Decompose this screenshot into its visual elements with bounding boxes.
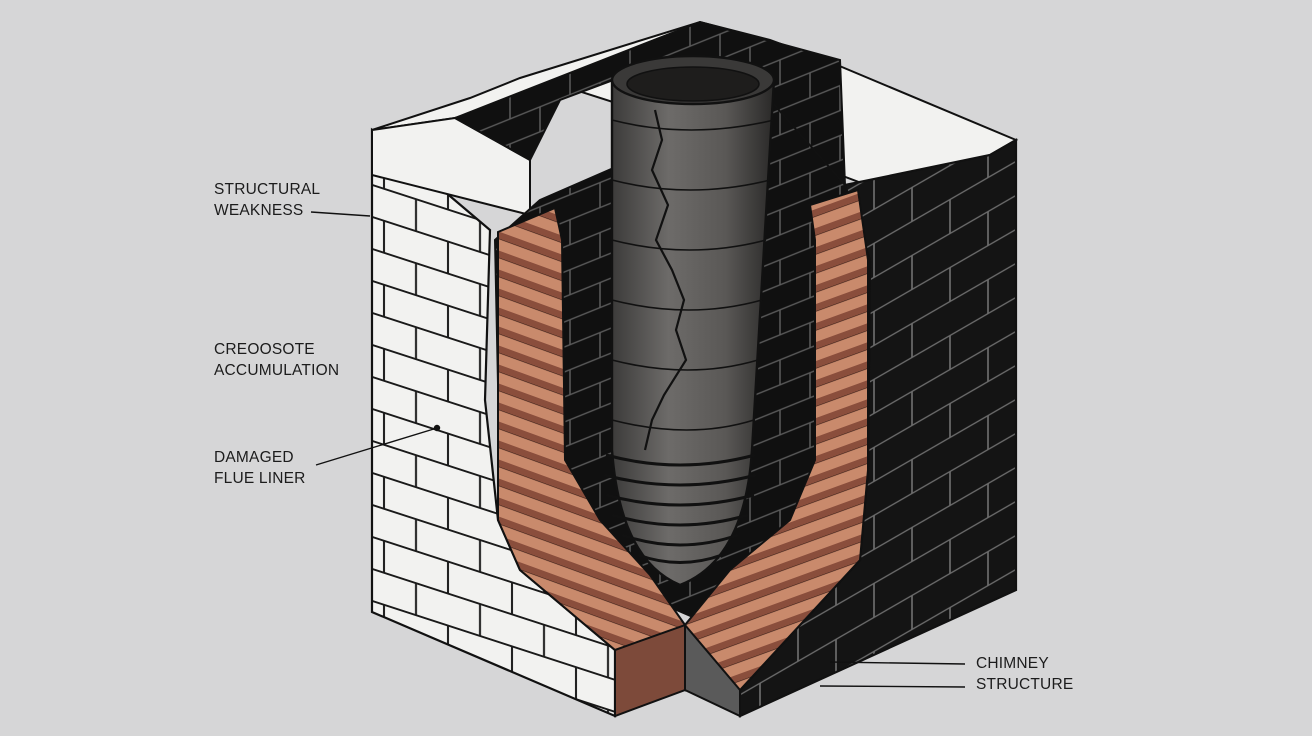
structural-weakness-label: STRUCTURAL WEAKNESS bbox=[214, 181, 321, 219]
chimney-structure-label: CHIMNEY STRUCTURE bbox=[976, 655, 1074, 693]
creosote-accumulation-label: CREOOSOTE ACCUMULATION bbox=[214, 341, 340, 379]
red-brick-lining-left bbox=[497, 206, 686, 692]
leader-chimney-1 bbox=[829, 661, 966, 665]
leader-damaged-flue-liner bbox=[315, 427, 438, 466]
flue-crack bbox=[643, 109, 688, 451]
leader-dot bbox=[433, 424, 441, 432]
top-rim-left bbox=[371, 116, 531, 217]
leader-structural-weakness bbox=[310, 211, 371, 217]
leader-chimney-2 bbox=[819, 685, 966, 688]
damaged-flue-liner-label: DAMAGED FLUE LINER bbox=[214, 449, 306, 487]
bottom-cut-right bbox=[684, 622, 741, 718]
flue-liner-rings bbox=[603, 119, 775, 564]
